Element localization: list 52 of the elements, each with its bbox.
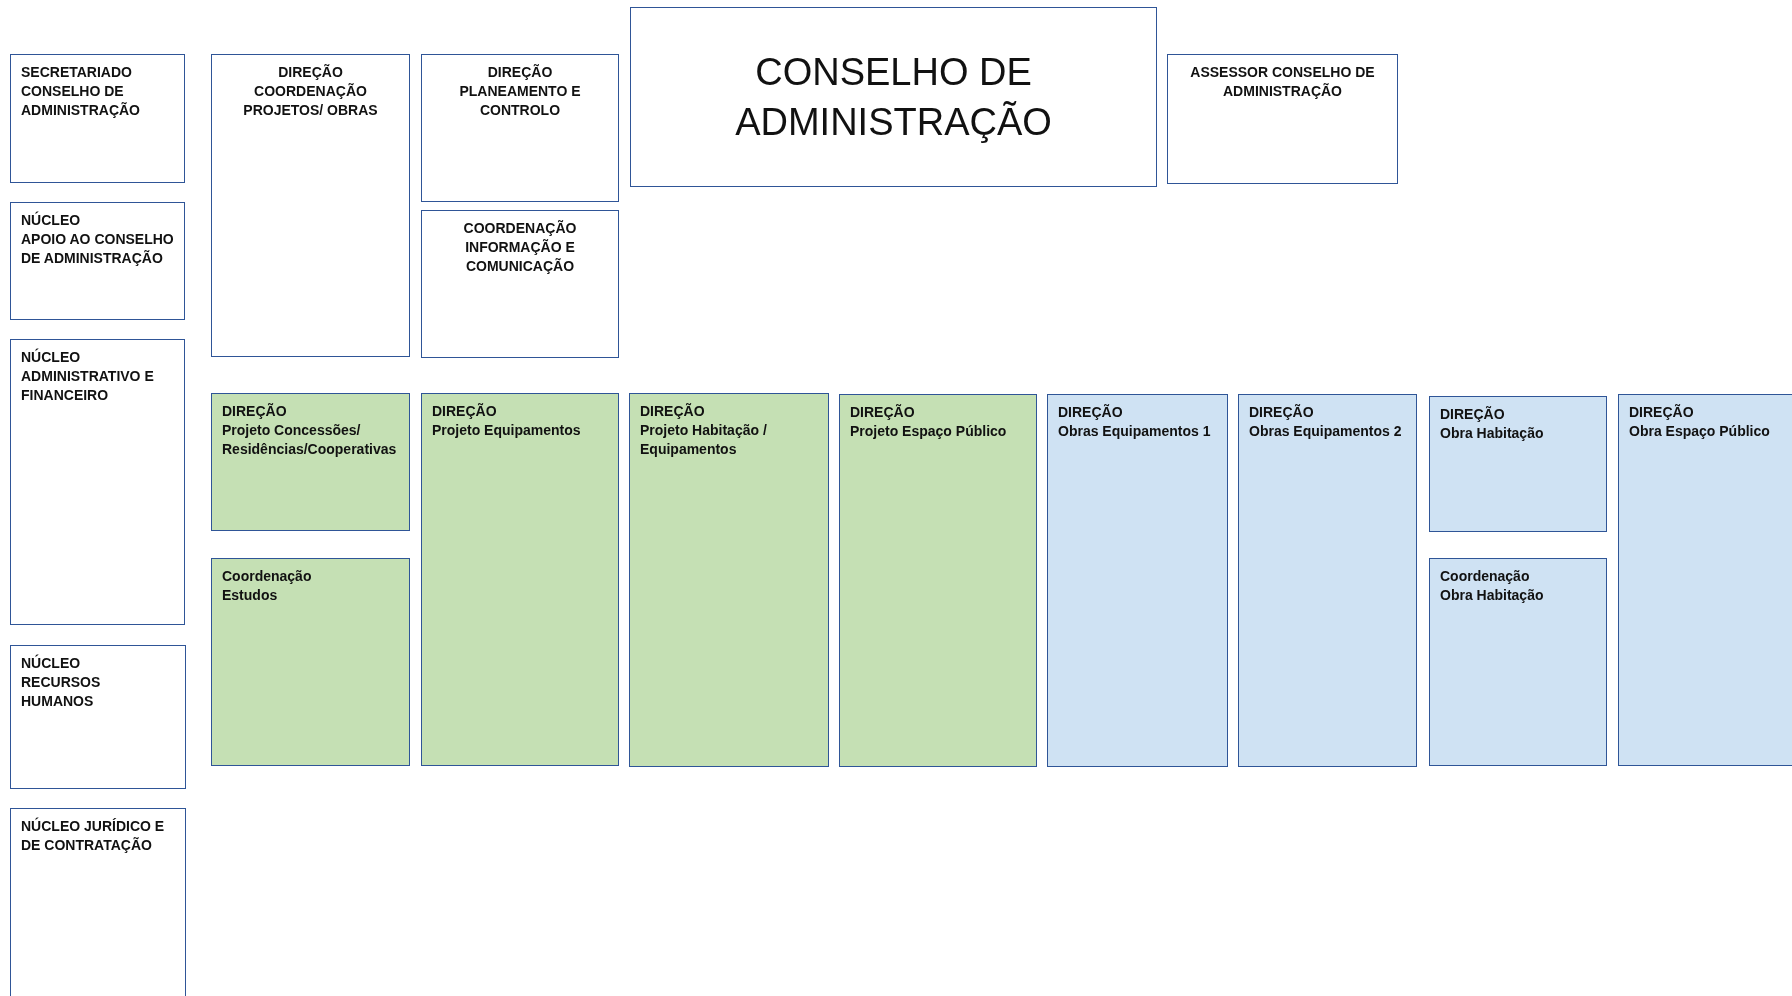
org-unit-box <box>211 393 410 531</box>
org-unit-box <box>421 54 619 202</box>
org-unit-box <box>1238 394 1417 767</box>
unit-name: Obra Habitação <box>1440 586 1545 605</box>
unit-name: APOIO AO CONSELHO DE ADMINISTRAÇÃO <box>21 230 174 268</box>
unit-heading: Coordenação <box>1440 567 1531 586</box>
unit-name: Obra Espaço Público <box>1629 422 1771 441</box>
unit-name: Obras Equipamentos 2 <box>1249 422 1403 441</box>
unit-heading: DIREÇÃO <box>850 403 916 422</box>
org-unit-box <box>421 210 619 358</box>
org-unit-box <box>1429 558 1607 766</box>
unit-heading: DIREÇÃO <box>1629 403 1695 422</box>
unit-name: DIREÇÃO COORDENAÇÃO PROJETOS/ OBRAS <box>242 63 379 120</box>
unit-name: DIREÇÃO PLANEAMENTO E CONTROLO <box>458 63 582 120</box>
org-unit-box <box>1429 396 1607 532</box>
unit-name: RECURSOS HUMANOS <box>21 673 102 711</box>
unit-name: SECRETARIADO CONSELHO DE ADMINISTRAÇÃO <box>21 63 141 120</box>
org-unit-box <box>421 393 619 766</box>
org-unit-box <box>211 54 410 357</box>
unit-name: Projeto Concessões/ Residências/Cooperativas <box>222 421 398 459</box>
org-unit-box <box>10 339 185 625</box>
unit-heading: Coordenação <box>222 567 313 586</box>
unit-name: COORDENAÇÃO INFORMAÇÃO E COMUNICAÇÃO <box>462 219 578 276</box>
org-unit-box <box>1047 394 1228 767</box>
unit-name: Estudos <box>222 586 279 605</box>
unit-name: Projeto Equipamentos <box>432 421 582 440</box>
unit-name: Obra Habitação <box>1440 424 1545 443</box>
unit-heading: DIREÇÃO <box>1249 403 1315 422</box>
unit-name: CONSELHO DE ADMINISTRAÇÃO <box>734 50 1053 145</box>
unit-heading: DIREÇÃO <box>1440 405 1506 424</box>
unit-name: NÚCLEO JURÍDICO E DE CONTRATAÇÃO <box>21 817 166 855</box>
unit-heading: DIREÇÃO <box>1058 403 1124 422</box>
org-unit-box <box>211 558 410 766</box>
unit-name: NÚCLEO ADMINISTRATIVO E FINANCEIRO <box>21 348 155 405</box>
org-unit-box <box>10 645 186 789</box>
unit-name: Obras Equipamentos 1 <box>1058 422 1212 441</box>
org-unit-box <box>10 54 185 183</box>
unit-heading: NÚCLEO <box>21 654 82 673</box>
org-unit-box <box>10 202 185 320</box>
unit-heading: NÚCLEO <box>21 211 82 230</box>
org-unit-box <box>1618 394 1792 766</box>
org-unit-box <box>629 393 829 767</box>
unit-name: Projeto Espaço Público <box>850 422 1008 441</box>
org-unit-box <box>630 7 1157 187</box>
unit-heading: DIREÇÃO <box>640 402 706 421</box>
org-unit-box <box>10 808 186 996</box>
unit-name: ASSESSOR CONSELHO DE ADMINISTRAÇÃO <box>1189 63 1376 101</box>
unit-heading: DIREÇÃO <box>222 402 288 421</box>
unit-name: Projeto Habitação / Equipamentos <box>640 421 768 459</box>
unit-heading: DIREÇÃO <box>432 402 498 421</box>
org-unit-box <box>839 394 1037 767</box>
org-unit-box <box>1167 54 1398 184</box>
